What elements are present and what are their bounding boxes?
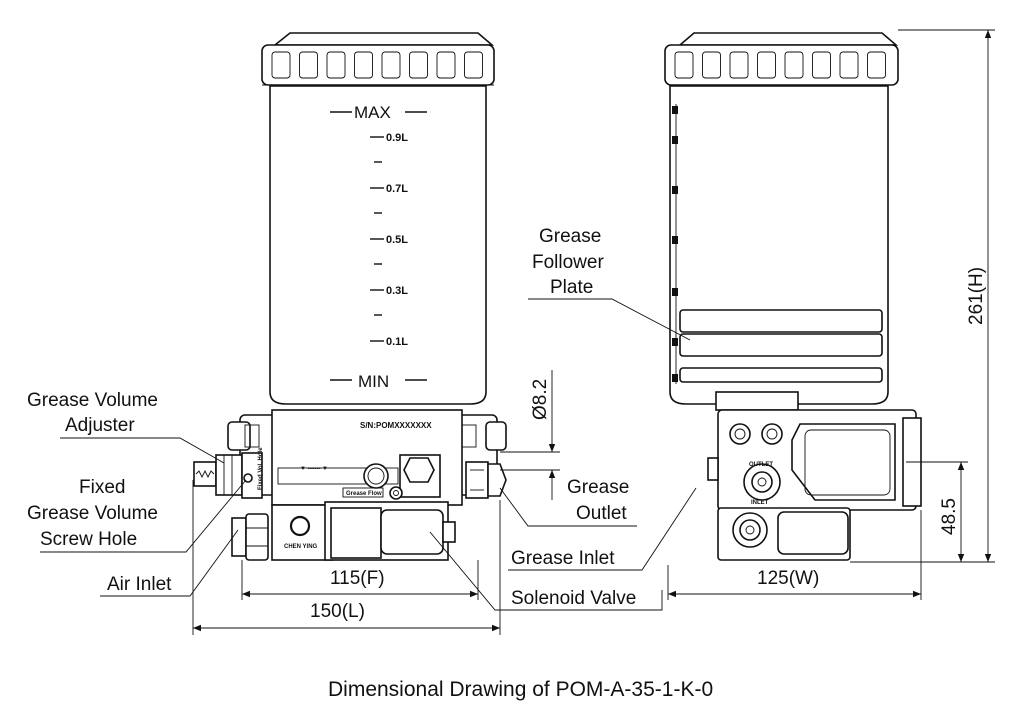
serial-number: S/N:POMXXXXXXX (360, 421, 432, 430)
side-stud (672, 186, 678, 194)
side-stud (672, 288, 678, 296)
front-lid (261, 32, 495, 86)
lid-rib (409, 51, 428, 79)
side-stud (672, 106, 678, 114)
lid-rib (839, 51, 859, 79)
label-adjuster-1: Grease Volume (27, 390, 158, 411)
brand-logo: CHEN YING (271, 504, 333, 561)
lid-rib (867, 51, 886, 79)
label-fixed-1: Fixed (79, 477, 125, 498)
scale-mark-label: 0.1L (386, 336, 408, 348)
lid-rib (299, 51, 318, 79)
inlet-tag: INLET (751, 500, 769, 506)
label-air-inlet: Air Inlet (107, 574, 172, 595)
max-label: MAX (354, 103, 391, 122)
lid-rib (381, 51, 401, 79)
dim-front-width: 115(F) (330, 568, 385, 589)
dimension-lines: 115(F) 150(L) Ø8.2 125(W) 261(H) 48.5 (192, 29, 995, 635)
scale-mark-label: 0.7L (386, 183, 408, 195)
label-adjuster-2: Adjuster (65, 415, 135, 436)
air-inlet-fitting (231, 513, 269, 561)
label-grease-outlet-1: Grease (567, 477, 629, 498)
dim-diameter: Ø8.2 (530, 379, 551, 420)
lid-rib (674, 51, 694, 79)
label-grease-outlet-2: Outlet (576, 503, 627, 524)
grease-outlet-fitting (465, 461, 507, 499)
flow-arrows: ▼ ▪▪▪▪▪▪ ▼ (300, 466, 328, 472)
label-fixed-2: Grease Volume (27, 503, 158, 524)
scale-mark-label: 0.5L (386, 234, 408, 246)
label-follower-2: Follower (532, 252, 604, 273)
side-lid (664, 32, 899, 86)
drawing-caption: Dimensional Drawing of POM-A-35-1-K-0 (328, 678, 713, 701)
grease-volume-adjuster: Fixed Vol. Hole (193, 447, 264, 499)
scale-mark-label: 0.9L (386, 132, 408, 144)
lid-rib (464, 51, 483, 79)
side-stud (672, 338, 678, 346)
level-scale: MAX MIN 0.9L 0.7L 0.5L 0.3L 0.1L (330, 103, 427, 391)
front-pump-body: S/N:POMXXXXXXX ▼ ▪▪▪▪▪▪ ▼ Grease Flow (227, 409, 507, 506)
lid-rib (812, 51, 831, 79)
label-solenoid: Solenoid Valve (511, 588, 636, 609)
side-stud (672, 136, 678, 144)
follower-plate (679, 309, 883, 383)
side-view: OUTLET INLET (664, 32, 922, 561)
label-fixed-3: Screw Hole (40, 529, 137, 550)
lid-rib (326, 51, 346, 79)
lid-rib (271, 51, 291, 79)
dim-outlet-height: 48.5 (939, 498, 960, 535)
lid-rib (702, 51, 721, 79)
lid-rib (757, 51, 776, 79)
dim-length: 150(L) (310, 601, 365, 622)
side-pump-body: OUTLET INLET (707, 409, 922, 511)
lid-rib (436, 51, 456, 79)
callouts: Grease Volume Adjuster Fixed Grease Volu… (27, 226, 697, 611)
dim-height: 261(H) (966, 267, 987, 325)
lid-rib (354, 51, 373, 79)
lid-rib (784, 51, 804, 79)
solenoid-valve-body (324, 501, 456, 561)
scale-mark-label: 0.3L (386, 285, 408, 297)
front-reservoir (269, 85, 487, 405)
side-solenoid (717, 507, 851, 561)
label-grease-inlet: Grease Inlet (511, 548, 615, 569)
outlet-tag: OUTLET (749, 462, 773, 468)
brand-text: CHEN YING (284, 544, 318, 550)
label-follower-1: Grease (539, 226, 601, 247)
front-view: MAX MIN 0.9L 0.7L 0.5L 0.3L 0.1L S/N:POMXXXX… (193, 32, 507, 561)
lid-rib (729, 51, 749, 79)
dim-side-width: 125(W) (757, 568, 819, 589)
side-stud (672, 374, 678, 382)
label-follower-3: Plate (550, 277, 593, 298)
fixed-tag: Fixed Vol. Hole (258, 447, 264, 490)
min-label: MIN (358, 372, 389, 391)
side-stud (672, 236, 678, 244)
grease-tag: Grease Flow (346, 491, 382, 497)
